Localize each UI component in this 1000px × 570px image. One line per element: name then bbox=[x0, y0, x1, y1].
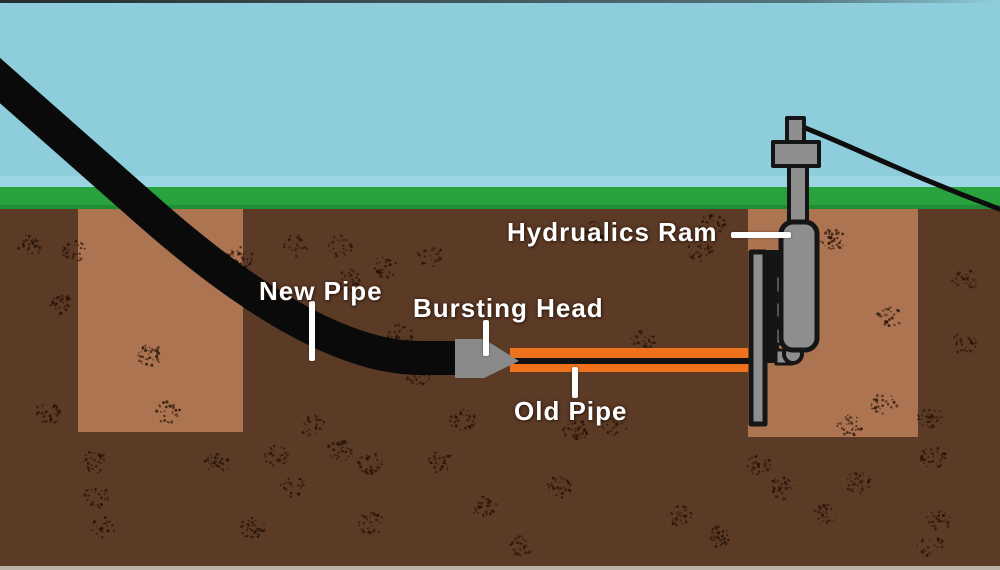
soil-speckles bbox=[17, 214, 977, 557]
bottom-edge bbox=[0, 566, 1000, 570]
hydraulics-ram-label: Hydrualics Ram bbox=[507, 217, 718, 247]
old-pipe-pointer-line bbox=[572, 367, 578, 398]
grass bbox=[0, 187, 1000, 209]
thrust-plate bbox=[748, 249, 768, 427]
bursting-head bbox=[455, 339, 519, 378]
hydraulic-hose-cable bbox=[794, 121, 1000, 212]
top-edge bbox=[0, 0, 1000, 3]
hydraulics-ram-pointer-line bbox=[731, 232, 791, 238]
hydraulic-ram bbox=[748, 116, 1000, 427]
old-pipe-label: Old Pipe bbox=[514, 396, 628, 426]
pulling-rod bbox=[514, 358, 756, 364]
new-pipe bbox=[0, 57, 464, 375]
grass-shadow-line bbox=[0, 205, 1000, 209]
ram-crossbar bbox=[771, 140, 821, 168]
ram-piston-shaft bbox=[787, 158, 809, 228]
sky-horizon-glow bbox=[0, 176, 1000, 187]
bursting-head-pointer-line bbox=[483, 320, 489, 356]
ram-cylinder-body bbox=[778, 219, 820, 353]
sky bbox=[0, 0, 1000, 187]
new-pipe-label: New Pipe bbox=[259, 276, 383, 306]
bursting-head-label: Bursting Head bbox=[413, 293, 604, 323]
new-pipe-pointer-line bbox=[309, 301, 315, 361]
